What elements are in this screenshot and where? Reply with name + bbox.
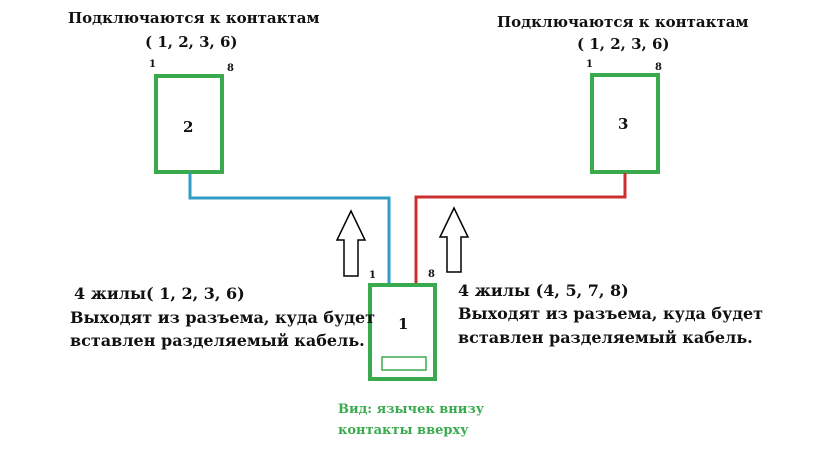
box3-pin-last: 8 [655, 62, 662, 73]
right-text-line2: Выходят из разъема, куда будет [458, 304, 763, 323]
top-right-pins: ( 1, 2, 3, 6) [577, 35, 670, 53]
top-left-pins: ( 1, 2, 3, 6) [145, 33, 238, 51]
arrow-up-left-icon [335, 209, 367, 277]
left-text-line3: вставлен разделяемый кабель. [70, 331, 365, 350]
note-line1: Вид: язычек внизу [338, 402, 485, 417]
connector-box-3 [590, 73, 660, 174]
right-text-line1: 4 жилы (4, 5, 7, 8) [458, 281, 629, 300]
arrow-up-right-icon [438, 206, 470, 273]
connector-latch [381, 356, 427, 371]
left-text-line2: Выходят из разъема, куда будет [70, 308, 375, 327]
right-text-line3: вставлен разделяемый кабель. [458, 328, 753, 347]
box1-label: 1 [398, 315, 408, 333]
note-line2: контакты вверху [338, 423, 469, 438]
top-right-title: Подключаются к контактам [497, 13, 749, 31]
box3-label: 3 [618, 115, 628, 133]
wire-left [188, 173, 391, 284]
top-left-title: Подключаются к контактам [68, 9, 320, 27]
box2-pin-last: 8 [227, 63, 234, 74]
connector-box-1 [368, 283, 437, 381]
wire-right [414, 173, 627, 284]
box1-pin-last: 8 [428, 269, 435, 280]
connector-box-2 [154, 74, 224, 174]
left-text-line1: 4 жилы( 1, 2, 3, 6) [74, 284, 245, 303]
box3-pin-first: 1 [586, 59, 593, 70]
box2-pin-first: 1 [149, 59, 156, 70]
box1-pin-first: 1 [369, 270, 376, 281]
box2-label: 2 [183, 118, 193, 136]
